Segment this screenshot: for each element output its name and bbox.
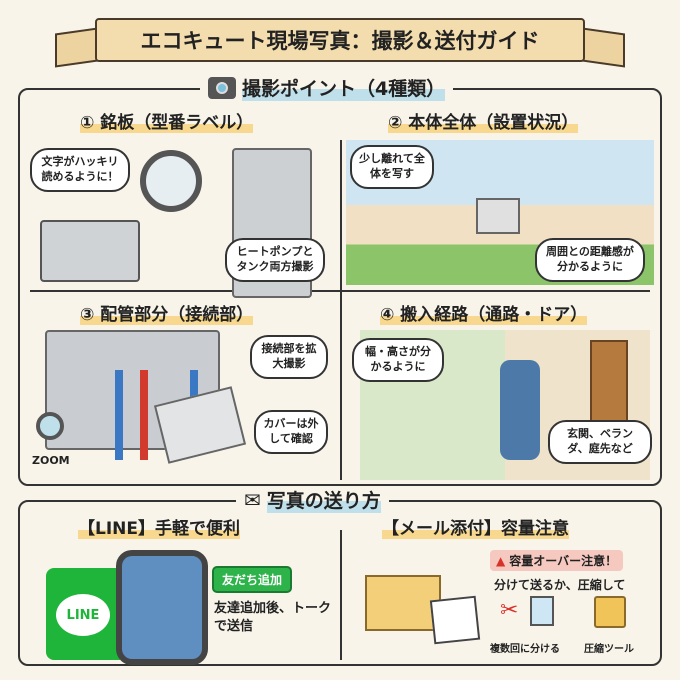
delivery-person-image [500, 360, 540, 460]
section-title: 撮影ポイント（4種類） [242, 74, 446, 101]
bubble: 玄関、ベランダ、庭先など [548, 420, 652, 464]
camera-icon [208, 76, 236, 99]
pipe [140, 370, 148, 460]
line-title: 【LINE】手軽で便利 [78, 519, 240, 539]
cell-title-unit: ② 本体全体（設置状況） [388, 113, 579, 133]
phone-image [116, 550, 208, 665]
magnifier-icon [36, 412, 64, 440]
line-logo: LINE [46, 568, 120, 660]
mail-title: 【メール添付】容量注意 [382, 519, 569, 539]
add-friend-badge: 友だち追加 [212, 566, 293, 593]
cell-title-route: ④ 搬入経路（通路・ドア） [380, 305, 588, 325]
magnifier-icon [140, 150, 202, 212]
option-split: 複数回に分ける [490, 644, 560, 655]
nameplate-image [40, 220, 140, 282]
mail-description: 分けて送るか、圧縮して [494, 578, 626, 592]
documents-icon [530, 596, 554, 626]
bubble: 接続部を拡大撮影 [250, 335, 328, 379]
warning-badge: ▲ 容量オーバー注意！ [490, 550, 624, 571]
bubble: 少し離れて全体を写す [350, 145, 434, 189]
option-compress: 圧縮ツール [584, 644, 634, 655]
envelope-icon: ✉ [244, 487, 261, 512]
zoom-label: ZOOM [32, 454, 70, 467]
shooting-heading: 撮影ポイント（4種類） [200, 74, 454, 101]
pipe [115, 370, 123, 460]
envelope-image [365, 575, 441, 631]
photo-image [429, 595, 481, 645]
divider [30, 290, 650, 292]
bubble: ヒートポンプとタンク両方撮影 [225, 238, 325, 282]
divider [340, 140, 342, 480]
line-description: 友達追加後、トークで送信 [214, 601, 332, 635]
scissors-icon: ✂ [500, 598, 519, 623]
page-title: エコキュート現場写真：撮影＆送付ガイド [95, 18, 585, 62]
bubble: 幅・高さが分かるように [352, 338, 444, 382]
cell-title-nameplate: ① 銘板（型番ラベル） [80, 113, 254, 133]
bubble: 周囲との距離感が分かるように [535, 238, 645, 282]
cell-title-piping: ③ 配管部分（接続部） [80, 305, 254, 325]
section-title: 写真の送り方 [266, 486, 381, 513]
line-logo-text: LINE [56, 594, 110, 636]
bubble: 文字がハッキリ読めるように！ [30, 148, 130, 192]
heat-pump-image [476, 198, 520, 234]
zip-folder-icon [594, 596, 626, 628]
warning-text: 容量オーバー注意！ [509, 554, 618, 568]
warning-icon: ▲ [496, 553, 506, 568]
divider [340, 530, 342, 660]
bubble: カバーは外して確認 [254, 410, 328, 454]
sending-heading: ✉ 写真の送り方 [236, 486, 389, 513]
